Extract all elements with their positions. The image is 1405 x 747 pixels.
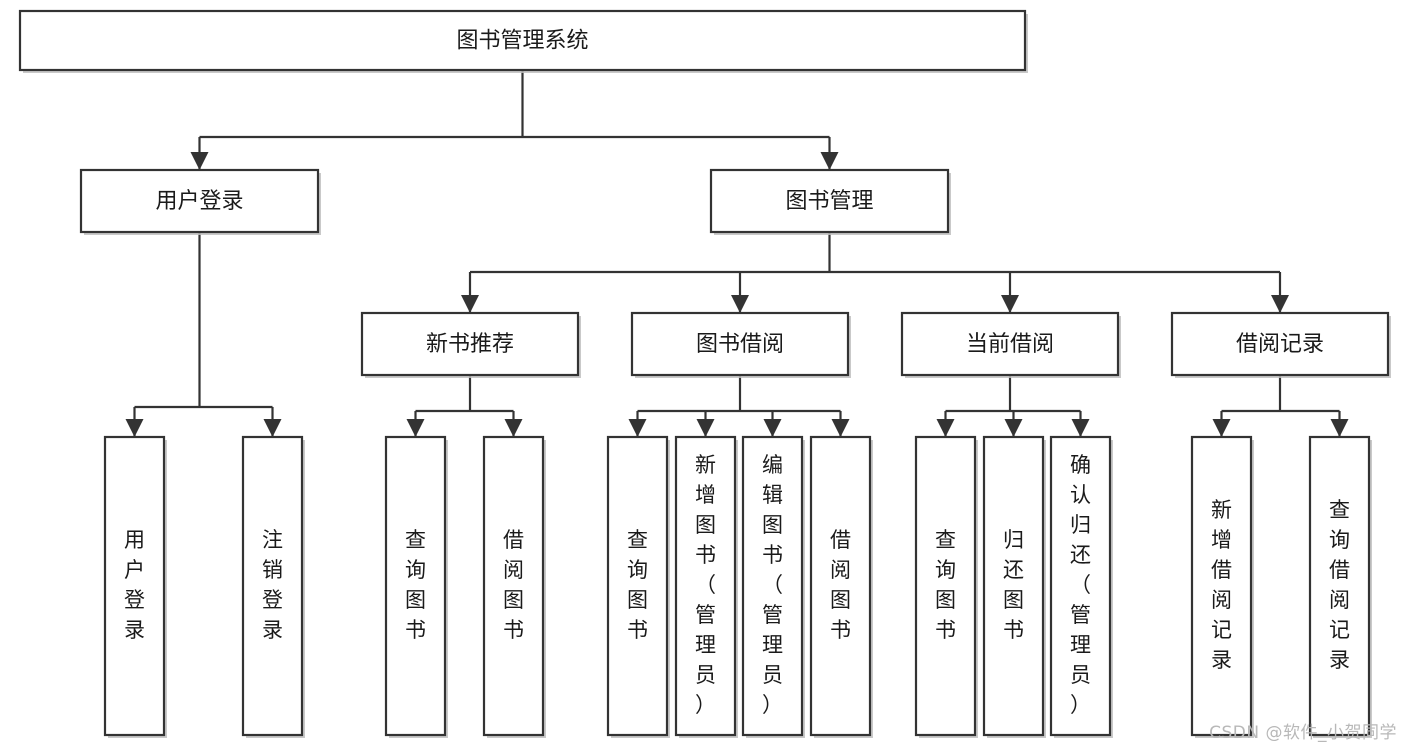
- node-label: 图书管理系统: [456, 29, 588, 54]
- nodes-layer: 图书管理系统用户登录图书管理新书推荐图书借阅当前借阅借阅记录用户登录注销登录查询…: [18, 9, 1391, 738]
- node-leaf-borrow-book[interactable]: 借阅图书: [809, 435, 873, 738]
- node-label: 当前借阅: [966, 332, 1054, 357]
- node-rect[interactable]: [79, 168, 320, 234]
- node-book-borrow[interactable]: 图书借阅: [630, 311, 851, 378]
- arrow-head-leaf-query-book-borrow: [628, 419, 647, 437]
- node-rect[interactable]: [674, 435, 737, 737]
- node-label: 图书借阅: [696, 332, 784, 357]
- node-root[interactable]: 图书管理系统: [18, 9, 1028, 73]
- node-new-book-rec[interactable]: 新书推荐: [360, 311, 581, 378]
- node-rect[interactable]: [1049, 435, 1112, 737]
- node-rect[interactable]: [741, 435, 804, 737]
- arrow-head-leaf-confirm-return: [1071, 419, 1090, 437]
- arrow-head-leaf-add-record: [1212, 419, 1231, 437]
- node-leaf-logout[interactable]: 注销登录: [241, 435, 305, 738]
- arrow-head-user-login: [190, 152, 209, 170]
- node-leaf-query-book-rec[interactable]: 查询图书: [384, 435, 448, 738]
- node-leaf-return-book[interactable]: 归还图书: [982, 435, 1046, 738]
- node-rect[interactable]: [709, 168, 950, 234]
- node-rect[interactable]: [1308, 435, 1371, 737]
- node-book-manage[interactable]: 图书管理: [709, 168, 951, 235]
- arrow-head-book-manage: [820, 152, 839, 170]
- node-rect[interactable]: [1170, 311, 1390, 377]
- node-rect[interactable]: [384, 435, 447, 737]
- arrow-head-leaf-query-book-current: [936, 419, 955, 437]
- arrow-head-new-book-rec: [461, 295, 479, 313]
- node-label: 借阅图书: [503, 528, 524, 642]
- arrow-head-leaf-query-book-rec: [406, 419, 425, 437]
- node-label: 借阅图书: [830, 528, 851, 642]
- arrow-head-leaf-edit-book: [763, 419, 782, 437]
- node-label: 图书管理: [785, 189, 873, 214]
- node-label: 新增图书（管理员）: [695, 453, 716, 717]
- node-rect[interactable]: [900, 311, 1120, 377]
- node-label: 用户登录: [155, 189, 243, 214]
- node-leaf-add-record[interactable]: 新增借阅记录: [1190, 435, 1254, 738]
- node-rect[interactable]: [914, 435, 977, 737]
- node-label: 编辑图书（管理员）: [762, 453, 783, 717]
- node-rect[interactable]: [630, 311, 850, 377]
- arrow-head-leaf-borrow-book: [831, 419, 850, 437]
- node-label: 新增借阅记录: [1211, 498, 1232, 672]
- node-rect[interactable]: [18, 9, 1027, 72]
- node-label: 注销登录: [262, 528, 283, 642]
- node-leaf-add-book[interactable]: 新增图书（管理员）: [674, 435, 738, 738]
- arrow-head-leaf-user-login: [125, 419, 144, 437]
- arrow-head-leaf-logout: [263, 419, 282, 437]
- node-rect[interactable]: [482, 435, 545, 737]
- node-rect[interactable]: [1190, 435, 1253, 737]
- node-label: 用户登录: [124, 528, 145, 642]
- arrow-head-leaf-add-book: [696, 419, 715, 437]
- node-rect[interactable]: [360, 311, 580, 377]
- node-leaf-query-book-borrow[interactable]: 查询图书: [606, 435, 670, 738]
- node-rect[interactable]: [606, 435, 669, 737]
- node-leaf-query-book-current[interactable]: 查询图书: [914, 435, 978, 738]
- arrow-head-leaf-return-book: [1004, 419, 1023, 437]
- node-label: 查询图书: [935, 528, 956, 642]
- node-user-login[interactable]: 用户登录: [79, 168, 321, 235]
- node-rect[interactable]: [809, 435, 872, 737]
- node-leaf-user-login[interactable]: 用户登录: [103, 435, 167, 738]
- arrow-head-borrow-record: [1271, 295, 1289, 313]
- node-rect[interactable]: [241, 435, 304, 737]
- connectors-layer: [125, 70, 1349, 437]
- node-leaf-confirm-return[interactable]: 确认归还（管理员）: [1049, 435, 1113, 738]
- node-borrow-record[interactable]: 借阅记录: [1170, 311, 1391, 378]
- node-label: 归还图书: [1003, 528, 1024, 642]
- arrow-head-leaf-query-record: [1330, 419, 1349, 437]
- node-label: 查询借阅记录: [1329, 498, 1350, 672]
- arrow-head-current-borrow: [1001, 295, 1019, 313]
- node-leaf-query-record[interactable]: 查询借阅记录: [1308, 435, 1372, 738]
- node-rect[interactable]: [982, 435, 1045, 737]
- node-rect[interactable]: [103, 435, 166, 737]
- node-label: 借阅记录: [1236, 332, 1324, 357]
- node-label: 确认归还（管理员）: [1070, 453, 1091, 717]
- node-leaf-edit-book[interactable]: 编辑图书（管理员）: [741, 435, 805, 738]
- csdn-watermark: CSDN @软件_小贺同学: [1209, 723, 1397, 743]
- arrow-head-leaf-borrow-book-rec: [504, 419, 523, 437]
- arrow-head-book-borrow: [731, 295, 749, 313]
- node-label: 查询图书: [627, 528, 648, 642]
- node-current-borrow[interactable]: 当前借阅: [900, 311, 1121, 378]
- node-label: 查询图书: [405, 528, 426, 642]
- node-leaf-borrow-book-rec[interactable]: 借阅图书: [482, 435, 546, 738]
- node-label: 新书推荐: [426, 332, 514, 357]
